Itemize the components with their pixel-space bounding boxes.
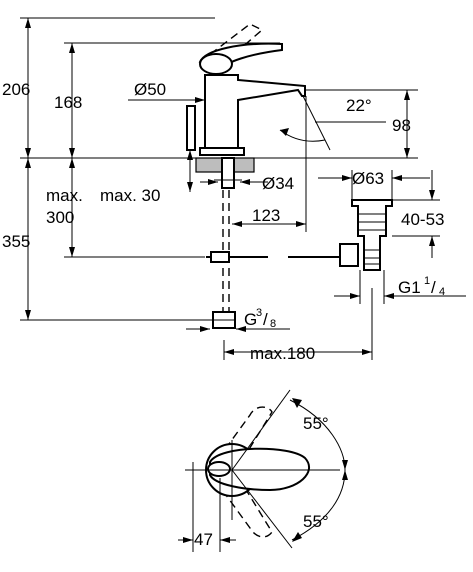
label-g114-num: 1 — [424, 275, 430, 287]
lever-left-position — [209, 406, 273, 473]
waste-assembly — [339, 199, 393, 271]
fixing-stud — [221, 157, 235, 189]
label-angle-55-top: 55° — [303, 414, 329, 433]
label-diameter-63: Ø63 — [352, 169, 384, 188]
label-max-30: max. 30 — [100, 186, 160, 205]
label-206: 206 — [2, 80, 30, 99]
base-plate — [199, 147, 245, 156]
label-g114-den: 4 — [439, 286, 445, 298]
dimension-labels: 206 168 Ø50 22° 98 max. max. 30 300 Ø34 … — [2, 80, 445, 549]
dimension-lines — [20, 17, 466, 360]
label-168: 168 — [54, 93, 82, 112]
hose-clip — [210, 251, 230, 263]
label-40-53: 40-53 — [401, 210, 444, 229]
label-g114-prefix: G1 — [398, 278, 421, 297]
waste-connector — [339, 243, 359, 267]
label-47: 47 — [194, 530, 213, 549]
label-355: 355 — [2, 232, 30, 251]
label-g114-slash: / — [431, 278, 436, 297]
dimension-arrows — [25, 18, 435, 355]
lever-tip — [207, 461, 231, 477]
lever-raised-outline — [198, 23, 264, 69]
label-g38-slash: / — [263, 310, 268, 329]
faucet-side-view — [186, 23, 306, 329]
label-300: 300 — [46, 208, 74, 227]
label-g38-den: 8 — [270, 318, 276, 330]
lever-hub — [199, 53, 233, 75]
label-max: max. — [46, 186, 83, 205]
label-diameter-34: Ø34 — [262, 174, 294, 193]
label-angle-55-bottom: 55° — [303, 512, 329, 531]
label-98: 98 — [392, 116, 411, 135]
lever-right-position — [214, 479, 273, 538]
label-angle-22: 22° — [346, 96, 372, 115]
label-g38-num: 3 — [256, 307, 262, 319]
label-diameter-50: Ø50 — [134, 80, 166, 99]
spout-top — [209, 447, 311, 492]
faucet-top-view — [178, 389, 348, 552]
pop-up-rod — [186, 105, 196, 151]
label-123: 123 — [252, 206, 280, 225]
faucet-body — [204, 74, 306, 149]
waste-body — [351, 199, 393, 271]
label-g38-prefix: G — [244, 310, 257, 329]
label-max-180: max.180 — [250, 344, 315, 363]
